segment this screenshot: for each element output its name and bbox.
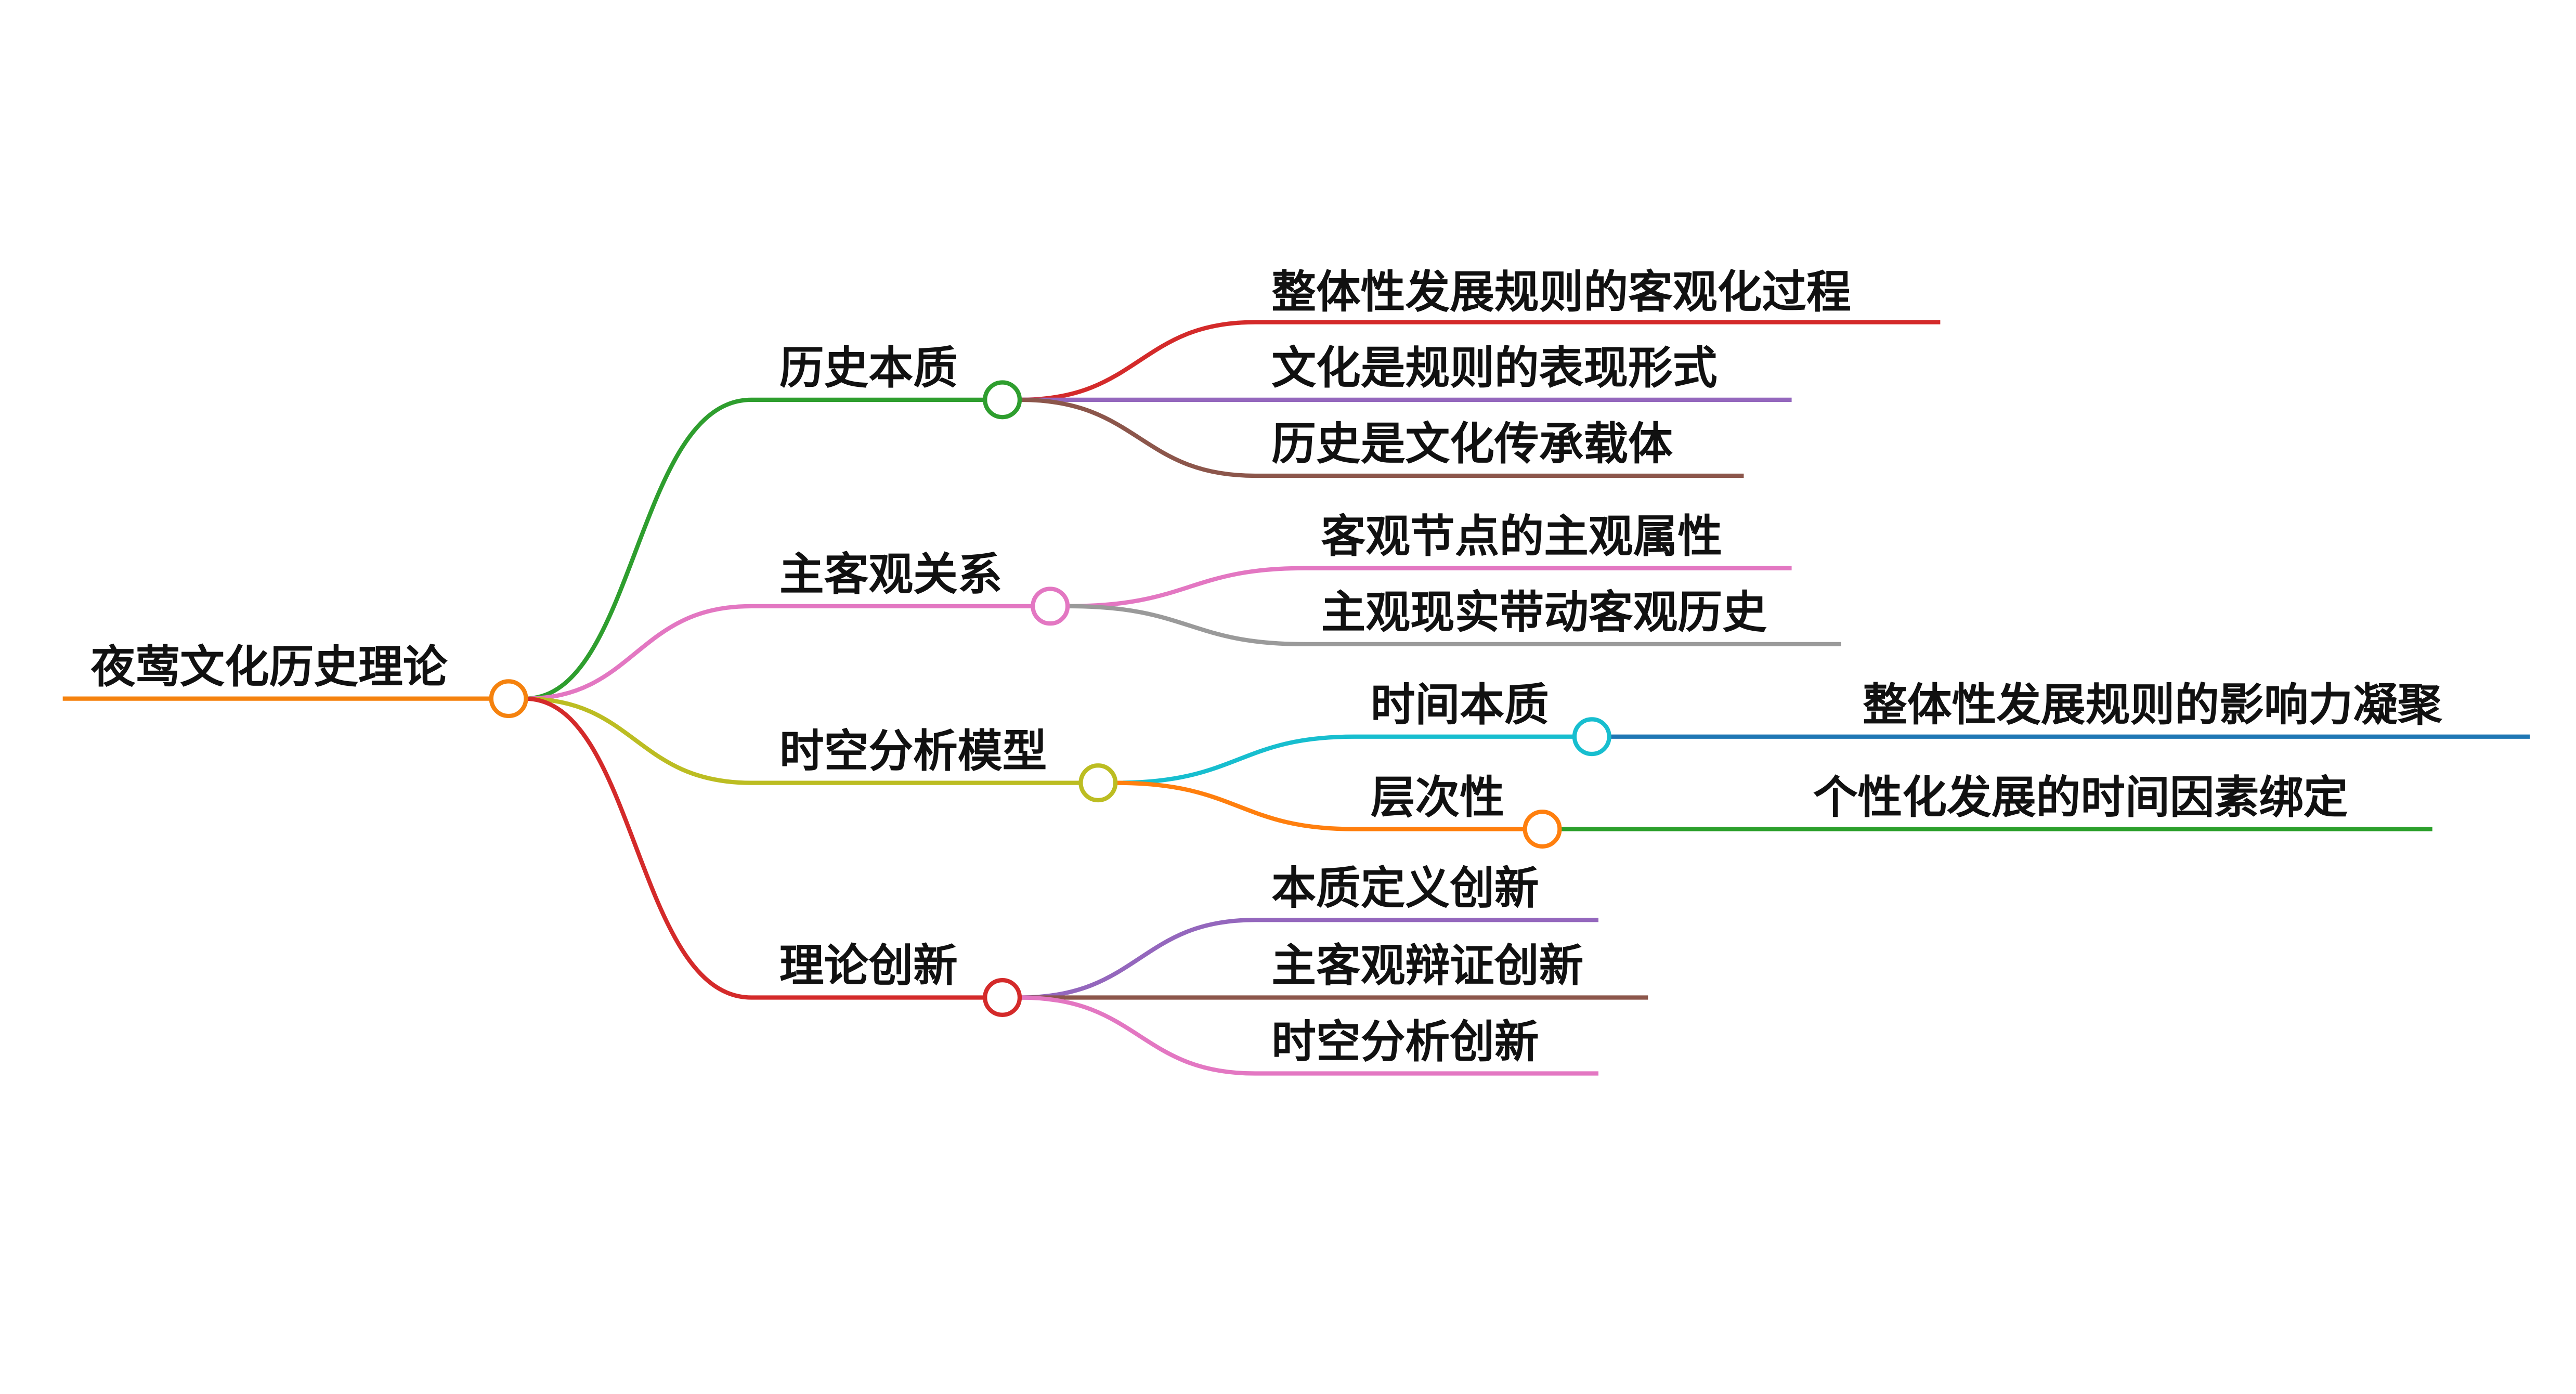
branch-label[interactable]: 历史本质 [779,342,958,394]
node-toggle-circle[interactable] [1523,810,1562,849]
node-toggle-circle[interactable] [983,978,1022,1017]
node-toggle-circle[interactable] [1572,717,1611,757]
node-label[interactable]: 个性化发展的时间因素绑定 [1813,772,2348,824]
root-node[interactable]: 夜莺文化历史理论 [62,641,491,701]
connector [1116,734,1574,785]
connector-branch-3 [525,696,1080,785]
connector [1068,604,1841,647]
node-label[interactable]: 整体性发展规则的影响力凝聚 [1863,679,2443,731]
node-label[interactable]: 本质定义创新 [1271,862,1539,914]
node-label[interactable]: 历史是文化传承载体 [1271,418,1673,470]
node-label[interactable]: 整体性发展规则的客观化过程 [1271,266,1851,318]
branch-label[interactable]: 理论创新 [779,940,958,992]
node-label[interactable]: 主观现实带动客观历史 [1321,587,1767,639]
connector [1020,320,1941,402]
branch-label[interactable]: 时空分析模型 [779,725,1047,777]
node-label[interactable]: 层次性 [1371,772,1504,824]
node-toggle-circle[interactable] [1078,763,1118,803]
node-label[interactable]: 主客观辩证创新 [1271,940,1583,992]
connector [1020,918,1599,1000]
connector [1020,995,1599,1076]
connector-branch-1 [525,397,984,701]
connector-branch-2 [525,604,1032,701]
connector-branch-4 [525,696,984,1000]
node-toggle-circle[interactable] [1031,587,1070,626]
branch-label[interactable]: 主客观关系 [779,549,1003,601]
node-label[interactable]: 时空分析创新 [1271,1016,1539,1068]
node-label[interactable]: 时间本质 [1371,679,1549,731]
root-label: 夜莺文化历史理论 [90,641,448,693]
connector [1020,397,1744,478]
node-toggle-circle[interactable] [983,380,1022,420]
connector [1116,780,1525,831]
connector [1068,566,1792,608]
node-label[interactable]: 文化是规则的表现形式 [1271,342,1717,394]
root-toggle-circle[interactable] [489,679,528,719]
node-label[interactable]: 客观节点的主观属性 [1321,511,1723,563]
